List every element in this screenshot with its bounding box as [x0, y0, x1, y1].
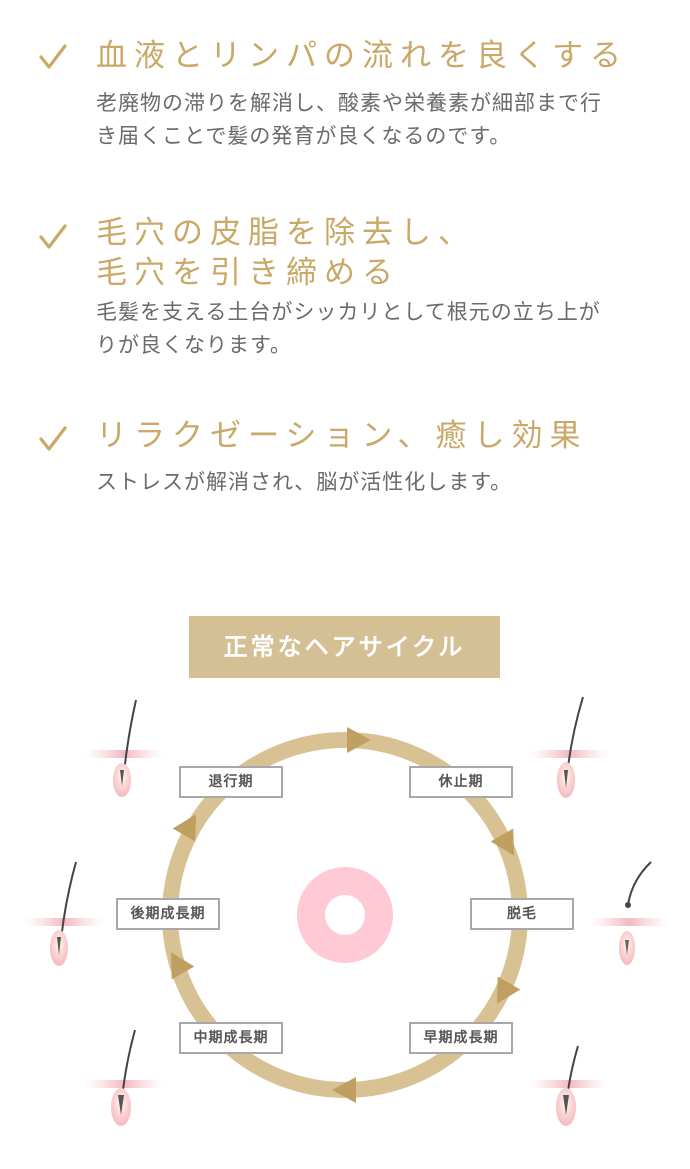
arrow-icon — [497, 976, 521, 1004]
check-icon — [39, 224, 67, 249]
benefit-description: ストレスが解消され、脳が活性化します。 — [96, 470, 513, 494]
arrow-icon — [171, 952, 195, 980]
hair-follicle-illustration — [530, 696, 608, 798]
benefit-description: 老廃物の滞りを解消し、酸素や栄養素が細部まで行き届くことで髪の発育が良くなるので… — [96, 91, 602, 148]
hair-follicle-illustration — [590, 861, 668, 965]
check-icon — [39, 44, 67, 69]
stage-label-mid-growth: 中期成長期 — [179, 1022, 283, 1054]
stage-label-regression: 退行期 — [179, 766, 283, 798]
center-ring — [297, 867, 393, 963]
hair-cycle-title: 正常なヘアサイクル — [189, 616, 500, 678]
benefit-heading: 毛穴の皮脂を除去し、毛穴を引き締める — [96, 215, 476, 291]
benefit-description: 毛髪を支える土台がシッカリとして根元の立ち上がりが良くなります。 — [96, 300, 601, 357]
hair-follicle-illustration — [530, 1045, 608, 1126]
benefit-heading: リラクゼーション、癒し効果 — [96, 418, 588, 454]
hair-follicle-illustration — [25, 861, 103, 966]
arrow-icon — [172, 814, 196, 842]
stage-label-resting: 休止期 — [409, 766, 513, 798]
hair-cycle-diagram — [25, 696, 668, 1126]
benefit-heading: 血液とリンパの流れを良くする — [96, 38, 628, 74]
arrow-icon — [347, 727, 371, 753]
stage-label-early-growth: 早期成長期 — [409, 1022, 513, 1054]
hair-follicle-illustration — [85, 699, 163, 797]
arrow-icon — [332, 1077, 356, 1103]
stage-label-shedding: 脱毛 — [470, 898, 574, 930]
hair-follicle-illustration — [85, 1029, 163, 1126]
arrow-icon — [490, 828, 514, 856]
stage-label-late-growth: 後期成長期 — [116, 898, 220, 930]
check-icon — [39, 426, 67, 451]
